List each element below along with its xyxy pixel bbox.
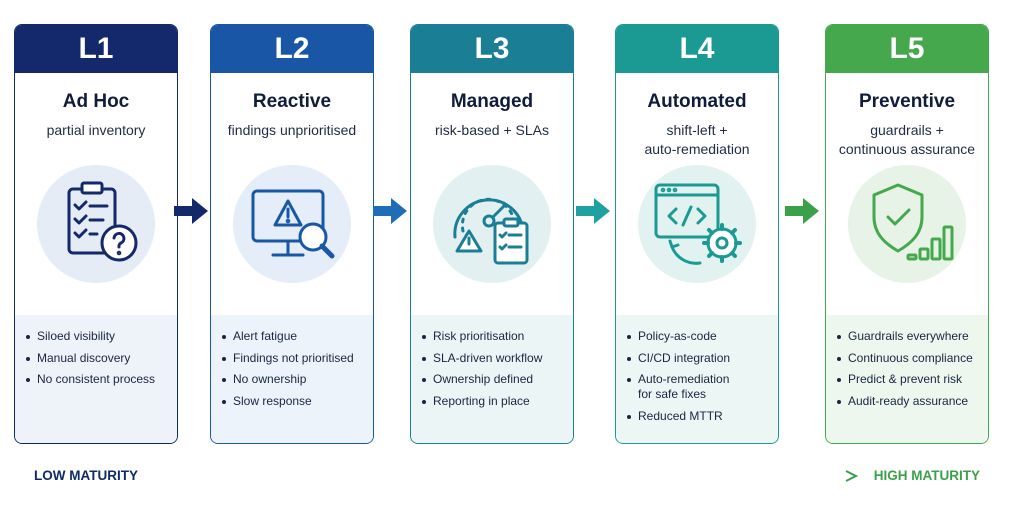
- list-item: Predict & prevent risk: [836, 372, 988, 387]
- maturity-gradient-arrow: [152, 470, 859, 482]
- arrow-shape: [373, 198, 407, 224]
- clipboard-question-icon: [37, 165, 155, 283]
- level-code: L3: [411, 25, 573, 73]
- arrow-right-icon: [373, 198, 407, 224]
- level-title: Reactive: [252, 91, 332, 112]
- level-code: L1: [15, 25, 177, 73]
- list-item: Manual discovery: [25, 351, 177, 366]
- low-maturity-label: LOW MATURITY: [34, 468, 138, 483]
- level-subtitle: shift-left + auto-remediation: [616, 121, 778, 159]
- level-card-l5: L5 Preventive guardrails + continuous as…: [825, 24, 989, 444]
- code-window-gear-icon: [638, 165, 756, 283]
- level-subtitle: partial inventory: [46, 122, 146, 138]
- bullet-list: Guardrails everywhere Continuous complia…: [826, 315, 988, 443]
- bullet-list: Risk prioritisation SLA-driven workflow …: [411, 315, 573, 443]
- level-code: L2: [211, 25, 373, 73]
- icon-background: [848, 165, 966, 283]
- bullet-list: Siloed visibility Manual discovery No co…: [15, 315, 177, 443]
- level-subtitle: guardrails + continuous assurance: [826, 121, 988, 159]
- arrow-right-icon: [174, 198, 208, 224]
- gauge-checklist-icon: [433, 165, 551, 283]
- level-subtitle: risk-based + SLAs: [435, 122, 549, 138]
- list-item: Reporting in place: [421, 394, 573, 409]
- list-item: Audit-ready assurance: [836, 394, 988, 409]
- list-item: SLA-driven workflow: [421, 351, 573, 366]
- arrow-shape: [785, 198, 819, 224]
- list-item: Continuous compliance: [836, 351, 988, 366]
- list-item: No ownership: [221, 372, 373, 387]
- level-card-l4: L4 Automated shift-left + auto-remediati…: [615, 24, 779, 444]
- list-item-line: Auto-remediation: [638, 372, 730, 386]
- list-item: Alert fatigue: [221, 329, 373, 344]
- level-title: Preventive: [858, 91, 956, 112]
- level-subtitle-line: auto-remediation: [644, 141, 750, 157]
- shield-check-chart-icon: [848, 165, 966, 283]
- list-item: Guardrails everywhere: [836, 329, 988, 344]
- list-item-line: for safe fixes: [638, 387, 707, 401]
- list-item: Auto-remediation for safe fixes: [626, 372, 778, 402]
- list-item: Ownership defined: [421, 372, 573, 387]
- level-title: Ad Hoc: [62, 91, 130, 112]
- level-subtitle-line: continuous assurance: [838, 141, 976, 157]
- list-item: Slow response: [221, 394, 373, 409]
- list-item: Policy-as-code: [626, 329, 778, 344]
- bullet-list: Alert fatigue Findings not prioritised N…: [211, 315, 373, 443]
- level-subtitle: findings unprioritised: [227, 122, 357, 138]
- level-subtitle-line: shift-left +: [666, 122, 728, 138]
- level-subtitle-line: guardrails +: [870, 122, 944, 138]
- arrow-shape: [174, 198, 208, 224]
- list-item: Findings not prioritised: [221, 351, 373, 366]
- high-maturity-label: HIGH MATURITY: [873, 468, 980, 483]
- level-title: Managed: [450, 91, 534, 112]
- level-card-l2: L2 Reactive findings unprioritised Alert…: [210, 24, 374, 444]
- bullet-list: Policy-as-code CI/CD integration Auto-re…: [616, 315, 778, 443]
- list-item: No consistent process: [25, 372, 177, 387]
- level-code: L4: [616, 25, 778, 73]
- arrow-right-icon: [576, 198, 610, 224]
- list-item: Siloed visibility: [25, 329, 177, 344]
- level-card-l3: L3 Managed risk-based + SLAs Risk priori…: [410, 24, 574, 444]
- list-item: Risk prioritisation: [421, 329, 573, 344]
- level-title: Automated: [647, 91, 747, 112]
- level-card-l1: L1 Ad Hoc partial inventory Siloed visib…: [14, 24, 178, 444]
- monitor-alert-search-icon: [233, 165, 351, 283]
- list-item: CI/CD integration: [626, 351, 778, 366]
- arrow-shape: [576, 198, 610, 224]
- arrow-right-icon: [785, 198, 819, 224]
- level-code: L5: [826, 25, 988, 73]
- list-item: Reduced MTTR: [626, 409, 778, 424]
